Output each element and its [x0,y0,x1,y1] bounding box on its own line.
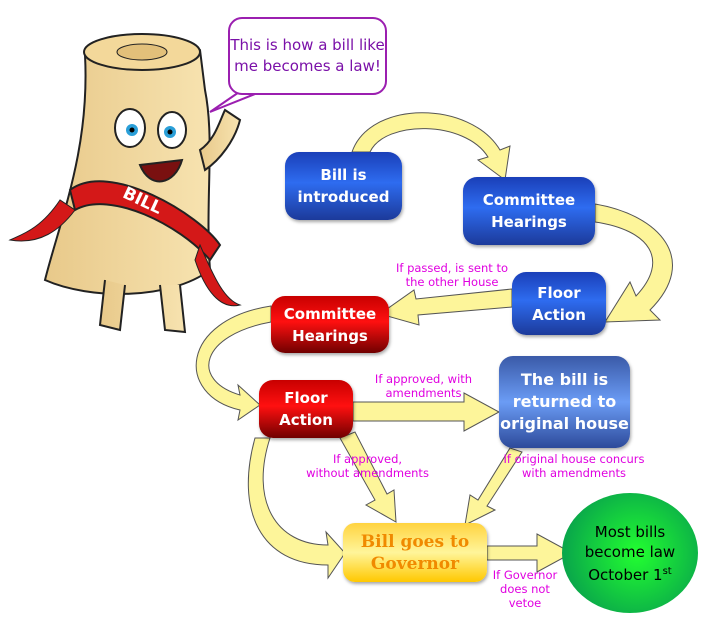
note-concurs: If original house concurs with amendment… [503,452,645,480]
arrow-with-amendments [352,392,501,432]
note-without-amendments: If approved, without amendments [306,452,429,480]
step-becomes-law: Most bills become law October 1st [562,493,698,613]
step-bill-introduced: Bill is introduced [285,152,402,220]
law-text: Most bills become law October 1 [584,522,676,584]
note-with-amendments: If approved, with amendments [374,372,473,400]
arrow-committee-to-floor [594,203,673,323]
arrow-governor-to-law [486,533,574,573]
step-returned-to-original-house: The bill is returned to original house [499,356,630,448]
step-committee-hearings-second: Committee Hearings [271,296,389,353]
bill-character: BILL [8,33,242,334]
step-bill-goes-to-governor: Bill goes to Governor [343,523,487,582]
step-committee-hearings-first: Committee Hearings [463,177,595,245]
step-floor-action-first: Floor Action [512,272,606,335]
arrow-concurs-to-governor [464,447,523,526]
law-superscript: st [662,565,672,577]
note-no-veto: If Governor does not vetoe [492,568,558,610]
speech-bubble: This is how a bill like me becomes a law… [228,17,387,95]
arrow-floor-to-other-house [378,288,513,326]
note-passed: If passed, is sent to the other House [395,261,509,289]
arrow-without-amendments [339,431,397,523]
step-floor-action-second: Floor Action [259,380,353,438]
arrow-floor2-curve-to-governor [247,437,346,580]
arrow-intro-to-committee [351,112,511,181]
arrow-committee2-to-floor2 [195,305,272,422]
